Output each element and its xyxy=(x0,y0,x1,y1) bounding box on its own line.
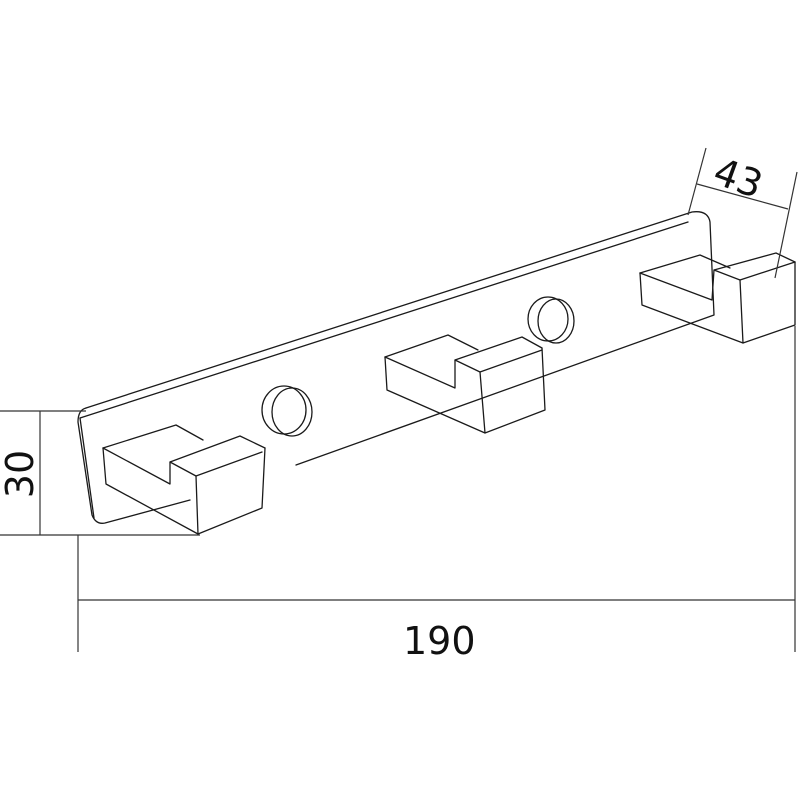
height-dimension-label: 30 xyxy=(0,449,42,499)
screw-cap-right xyxy=(527,296,575,344)
length-dimension-label: 190 xyxy=(403,619,476,663)
dimension-height xyxy=(0,410,200,536)
dimension-length xyxy=(77,326,796,652)
hook-left xyxy=(102,424,266,535)
dimension-depth xyxy=(687,147,798,279)
hook-middle xyxy=(384,334,546,434)
screw-cap-left xyxy=(261,385,313,437)
hook-right xyxy=(639,252,796,344)
backplate xyxy=(77,211,715,524)
